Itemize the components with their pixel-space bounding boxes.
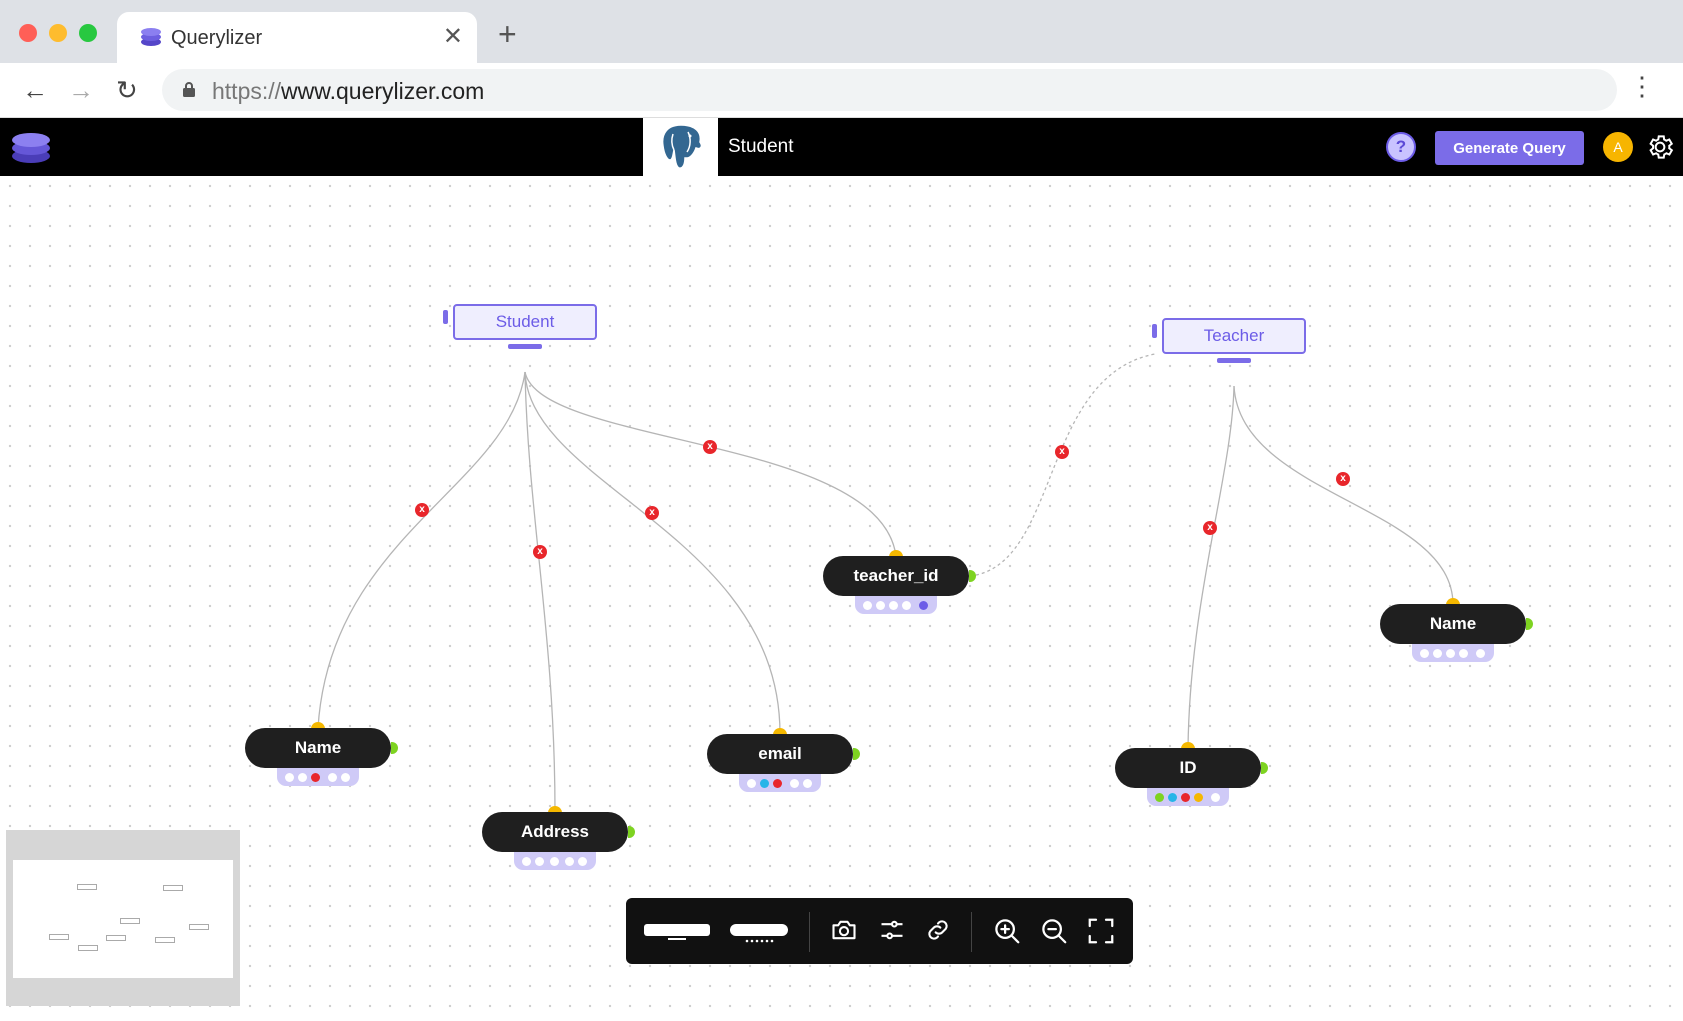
omnibox[interactable]: https://www.querylizer.com [162,69,1617,111]
edge-teacher-name[interactable] [1233,385,1454,605]
close-window-button[interactable] [19,24,37,42]
gear-icon[interactable] [1645,132,1675,162]
link-icon[interactable] [924,916,952,944]
edge-student-email[interactable] [524,371,781,735]
remove-edge-icon[interactable]: x [703,440,717,454]
remove-edge-icon[interactable]: x [1055,445,1069,459]
column-handle-top[interactable] [311,722,325,730]
sliders-icon[interactable] [878,916,906,944]
new-tab-icon[interactable]: + [498,16,517,52]
edge-teacher-id[interactable] [1187,385,1235,749]
column-flags [1147,788,1229,806]
forward-icon[interactable]: → [68,75,94,105]
diagram-canvas[interactable]: x x x x x x x Student Teacher Name Addre… [0,176,1683,1021]
querylizer-logo-icon[interactable] [11,127,51,167]
column-flags [277,768,359,786]
column-node-id[interactable]: ID [1115,748,1261,788]
remove-edge-icon[interactable]: x [645,506,659,520]
edge-layer [317,353,1454,813]
fullscreen-icon[interactable] [1086,916,1116,946]
remove-edge-icon[interactable]: x [415,503,429,517]
column-node-name[interactable]: Name [245,728,391,768]
table-node-teacher[interactable]: Teacher [1162,318,1306,354]
table-handle-left[interactable] [443,310,448,324]
column-handle-right[interactable] [1526,618,1533,630]
minimap-node [189,924,209,930]
table-handle-bottom[interactable] [508,344,542,349]
column-node-email[interactable]: email [707,734,853,774]
minimap-node [120,918,140,924]
column-handle-top[interactable] [1446,598,1460,606]
dotted-line-icon[interactable] [730,916,788,946]
minimap-node [78,945,98,951]
browser-tabstrip: Querylizer ✕ + [0,0,1683,63]
querylizer-favicon-icon [141,28,161,46]
column-flags [514,852,596,870]
column-handle-top[interactable] [1181,742,1195,750]
postgresql-elephant-icon [661,124,703,169]
postgresql-logo-tile [643,118,718,176]
column-handle-right[interactable] [969,570,976,582]
remove-edge-icon[interactable]: x [533,545,547,559]
column-handle-right[interactable] [853,748,860,760]
app-header: Student ? Generate Query A [0,118,1683,176]
back-icon[interactable]: ← [22,75,48,105]
generate-query-button[interactable]: Generate Query [1435,131,1584,165]
table-handle-left[interactable] [1152,324,1157,338]
column-handle-top[interactable] [773,728,787,736]
column-handle-right[interactable] [391,742,398,754]
table-handle-bottom[interactable] [1217,358,1251,363]
browser-menu-icon[interactable]: ⋮ [1629,71,1655,101]
minimap[interactable] [6,830,240,1006]
edge-student-name[interactable] [317,371,526,729]
remove-edge-icon[interactable]: x [1336,472,1350,486]
column-node-address[interactable]: Address [482,812,628,852]
maximize-window-button[interactable] [79,24,97,42]
column-node-name[interactable]: Name [1380,604,1526,644]
url-text: https://www.querylizer.com [212,78,485,104]
camera-icon[interactable] [830,916,858,944]
remove-edge-icon[interactable]: x [1203,521,1217,535]
toolbar-divider [971,912,972,952]
column-handle-top[interactable] [889,550,903,558]
edge-student-address[interactable] [524,371,556,813]
column-node-teacher-id[interactable]: teacher_id [823,556,969,596]
database-title: Student [728,136,794,157]
solid-line-icon[interactable] [644,916,710,946]
minimap-viewport[interactable] [13,860,233,978]
browser-tab[interactable]: Querylizer ✕ [117,12,477,63]
column-flags [855,596,937,614]
column-flags [1412,644,1494,662]
minimap-node [155,937,175,943]
zoom-out-icon[interactable] [1039,916,1069,946]
edge-relation-dashed[interactable] [969,353,1156,577]
zoom-in-icon[interactable] [992,916,1022,946]
edge-student-teacher-id[interactable] [524,371,897,557]
help-button[interactable]: ? [1386,132,1416,162]
table-node-student[interactable]: Student [453,304,597,340]
toolbar-divider [809,912,810,952]
column-flags [739,774,821,792]
canvas-toolbar [626,898,1133,964]
minimize-window-button[interactable] [49,24,67,42]
tab-close-icon[interactable]: ✕ [442,23,463,50]
minimap-node [77,884,97,890]
column-handle-right[interactable] [628,826,635,838]
address-bar-row: ← → ↻ https://www.querylizer.com ⋮ [0,63,1683,118]
tab-title: Querylizer [171,27,263,49]
column-handle-top[interactable] [548,806,562,814]
minimap-node [49,934,69,940]
minimap-node [106,935,126,941]
avatar[interactable]: A [1603,132,1633,162]
reload-icon[interactable]: ↻ [116,75,138,105]
minimap-node [163,885,183,891]
lock-icon [183,82,195,97]
column-handle-right[interactable] [1261,762,1268,774]
